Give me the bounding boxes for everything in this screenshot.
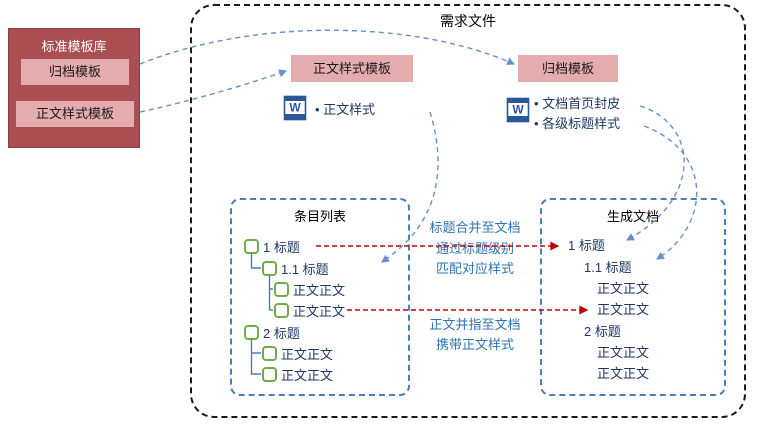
tree-node-icon [274,302,289,318]
bullet-heading-styles: 各级标题样式 [534,115,620,133]
requirements-file-container [190,4,746,418]
tree-node-row: 2 标题 [244,322,300,342]
annotation-body-merge-1: 正文并指至文档 [429,317,521,332]
doc-line: 2 标题 [584,324,621,339]
tree-node-label: 正文正文 [293,303,346,319]
doc-line: 正文正文 [597,345,650,360]
tree-node-row: 正文正文 [274,300,345,320]
word-icon-letter: W [289,101,301,115]
template-library-panel: 标准模板库 归档模板 正文样式模板 [8,28,140,148]
annotation-heading-merge-3: 匹配对应样式 [435,261,514,276]
tree-node-icon [262,345,277,361]
doc-line: 正文正文 [597,281,650,296]
template-library-title: 标准模板库 [41,39,107,54]
tree-node-label: 正文正文 [281,367,334,383]
annotation-heading-merge-2: 通过标题级别 [435,241,514,256]
library-item-body-style-template: 正文样式模板 [16,101,134,127]
library-item-archive-template: 归档模板 [21,59,129,85]
tree-node-row: 1.1 标题 [262,258,329,278]
annotation-body-merge-2: 携带正文样式 [435,337,514,352]
annotation-heading-merge-1: 标题合并至文档 [429,220,521,235]
tree-node-label: 2 标题 [263,325,300,341]
tree-node-label: 正文正文 [293,282,346,298]
word-icon-letter: W [512,103,524,117]
doc-line: 1.1 标题 [584,260,632,275]
tree-node-label: 正文正文 [281,346,334,362]
archive-template-box: 归档模板 [518,55,618,82]
requirements-file-title: 需求文件 [440,13,496,29]
entry-list-panel: 条目列表 [230,198,410,396]
tree-node-icon [262,260,277,276]
entry-list-title: 条目列表 [293,209,346,224]
doc-line: 正文正文 [597,302,650,317]
word-icon: W [506,97,530,123]
tree-node-row: 正文正文 [262,364,333,384]
tree-node-icon [274,281,289,297]
tree-node-icon [244,324,259,340]
body-style-template-box: 正文样式模板 [291,55,413,82]
tree-node-label: 1 标题 [263,239,300,255]
tree-node-row: 正文正文 [262,343,333,363]
tree-node-icon [244,238,259,254]
bullet-body-style: 正文样式 [315,101,375,119]
generated-doc-title: 生成文档 [606,209,659,224]
doc-line: 1 标题 [568,238,605,253]
tree-node-row: 1 标题 [244,236,300,256]
doc-line: 正文正文 [597,366,650,381]
word-icon: W [283,95,307,121]
bullet-cover-page: 文档首页封皮 [534,95,620,113]
tree-node-label: 1.1 标题 [281,261,329,277]
tree-node-row: 正文正文 [274,279,345,299]
tree-node-icon [262,366,277,382]
